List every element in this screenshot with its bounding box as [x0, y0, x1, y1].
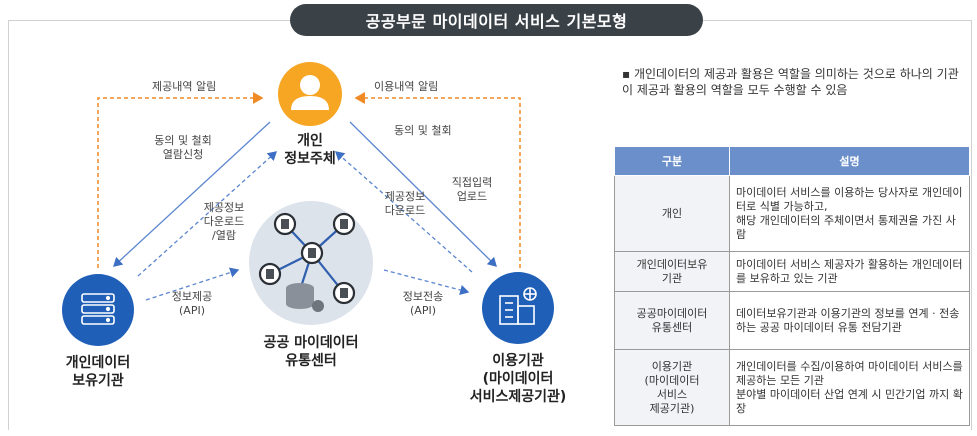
use-notice-label: 이용내역 알림	[374, 80, 439, 93]
definitions-table: 구분 설명 개인 마이데이터 서비스를 이용하는 당사자로 개인데이터로 식별 …	[614, 146, 970, 426]
direct-upload-label: 직접입력 업로드	[451, 176, 493, 203]
person-title: 개인 정보주체	[284, 133, 336, 167]
table-header-term: 구분	[614, 146, 730, 176]
table-cell-term: 개인	[614, 175, 730, 252]
consent-withdraw-view-label: 동의 및 철회 열람신청	[154, 134, 212, 161]
provide-notice-label: 제공내역 알림	[152, 80, 217, 93]
table-cell-desc: 데이터보유기관과 이용기관의 정보를 연계 · 전송하는 공공 마이데이터 유통…	[729, 291, 970, 350]
provide-api-label: 정보제공 (API)	[171, 290, 213, 317]
table-cell-term: 개인데이터보유 기관	[614, 251, 730, 292]
table-cell-term: 이용기관 (마이데이터 서비스 제공기관)	[614, 349, 730, 426]
person-node	[278, 62, 342, 126]
center-title: 공공 마이데이터 유통센터	[263, 335, 359, 369]
user-org-node	[482, 272, 554, 344]
person-icon	[291, 75, 329, 110]
table-row: 개인 마이데이터 서비스를 이용하는 당사자로 개인데이터로 식별 가능하고, …	[614, 175, 970, 252]
data-network-icon	[258, 212, 356, 312]
table-cell-desc: 마이데이터 서비스를 이용하는 당사자로 개인데이터로 식별 가능하고, 해당 …	[729, 175, 970, 252]
use-notice-arrow	[354, 92, 521, 268]
building-icon	[499, 287, 537, 325]
table-row: 공공마이데이터 유통센터 데이터보유기관과 이용기관의 정보를 연계 · 전송하…	[614, 291, 970, 350]
database-server-icon	[81, 293, 115, 325]
consent-withdraw-label: 동의 및 철회	[394, 124, 452, 137]
page-title: 공공부문 마이데이터 서비스 기본모형	[290, 4, 703, 36]
consent-arrow-user	[349, 121, 497, 267]
user-org-title: 이용기관 (마이데이터 서비스제공기관)	[469, 353, 567, 405]
provide-api-arrow	[145, 267, 240, 301]
table-cell-term: 공공마이데이터 유통센터	[614, 291, 730, 350]
download-arrow	[335, 151, 473, 273]
provide-notice-arrow	[97, 92, 264, 268]
table-row: 개인데이터보유 기관 마이데이터 서비스 제공자가 활용하는 개인데이터를 보유…	[614, 251, 970, 292]
holder-node	[62, 274, 134, 346]
download-label: 제공정보 다운로드	[384, 190, 426, 217]
role-note: ▪ 개인데이터의 제공과 활용은 역할을 의미하는 것으로 하나의 기관이 제공…	[622, 67, 959, 97]
download-view-arrow	[137, 151, 277, 277]
download-view-label: 제공정보 다운로드 /열람	[203, 201, 245, 242]
table-header-desc: 설명	[729, 146, 970, 176]
table-cell-desc: 마이데이터 서비스 제공자가 활용하는 개인데이터를 보유하고 있는 기관	[729, 251, 970, 292]
table-header-row: 구분 설명	[614, 146, 970, 176]
center-node	[249, 201, 373, 325]
transfer-api-label: 정보전송 (API)	[402, 290, 444, 317]
table-cell-desc: 개인데이터를 수집/이용하여 마이데이터 서비스를 제공하는 모든 기관 분야별…	[729, 349, 970, 426]
table-row: 이용기관 (마이데이터 서비스 제공기관) 개인데이터를 수집/이용하여 마이데…	[614, 349, 970, 426]
holder-title: 개인데이터 보유기관	[65, 355, 131, 389]
consent-arrow-holder	[113, 121, 271, 267]
transfer-api-arrow	[383, 269, 470, 296]
